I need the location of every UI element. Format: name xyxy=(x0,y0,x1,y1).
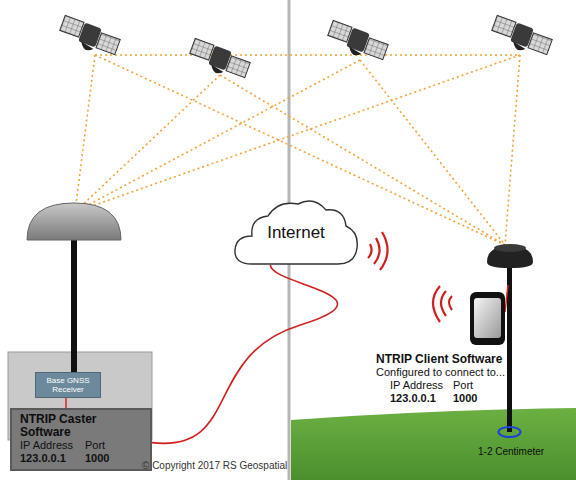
accuracy-label: 1-2 Centimeter xyxy=(478,446,544,458)
antenna-pole xyxy=(71,240,77,374)
base-antenna xyxy=(27,203,121,240)
column-header: Port xyxy=(453,379,473,392)
tablet xyxy=(470,292,505,345)
copyright-note: © Copyright 2017 RS Geospatial xyxy=(142,460,287,472)
address-value: 123.0.0.1 xyxy=(20,452,73,465)
port-value: 1000 xyxy=(453,392,477,405)
column-header: IP Address xyxy=(20,439,73,452)
address-value: 1000 xyxy=(85,452,109,465)
ground xyxy=(291,408,576,480)
satellite xyxy=(492,15,552,54)
receiver-label: Base GNSS Receiver xyxy=(39,376,97,394)
caster-box: NTRIP Caster SoftwareIP Address Port 123.0… xyxy=(10,408,152,471)
client-title: NTRIP Client Software xyxy=(376,352,502,366)
receiver-box: Base GNSS Receiver xyxy=(35,372,101,398)
network-cable xyxy=(152,265,338,443)
client-note: Configured to connect to... xyxy=(376,366,505,379)
caster-table: IP Address Port 123.0.0.1 1000 xyxy=(20,439,144,465)
address-value: 123.0.0.1 xyxy=(390,392,436,405)
column-header: IP Address xyxy=(390,379,443,392)
cloud-label: Internet xyxy=(232,223,360,243)
satellite xyxy=(328,20,388,59)
cloud-node: Internet xyxy=(232,196,360,266)
wireless-signal xyxy=(368,232,452,322)
column-header: Port xyxy=(85,439,109,452)
satellite xyxy=(60,15,120,54)
accuracy-circle xyxy=(499,427,521,437)
satellite xyxy=(190,38,250,77)
caster-title: NTRIP Caster Software xyxy=(20,413,144,439)
